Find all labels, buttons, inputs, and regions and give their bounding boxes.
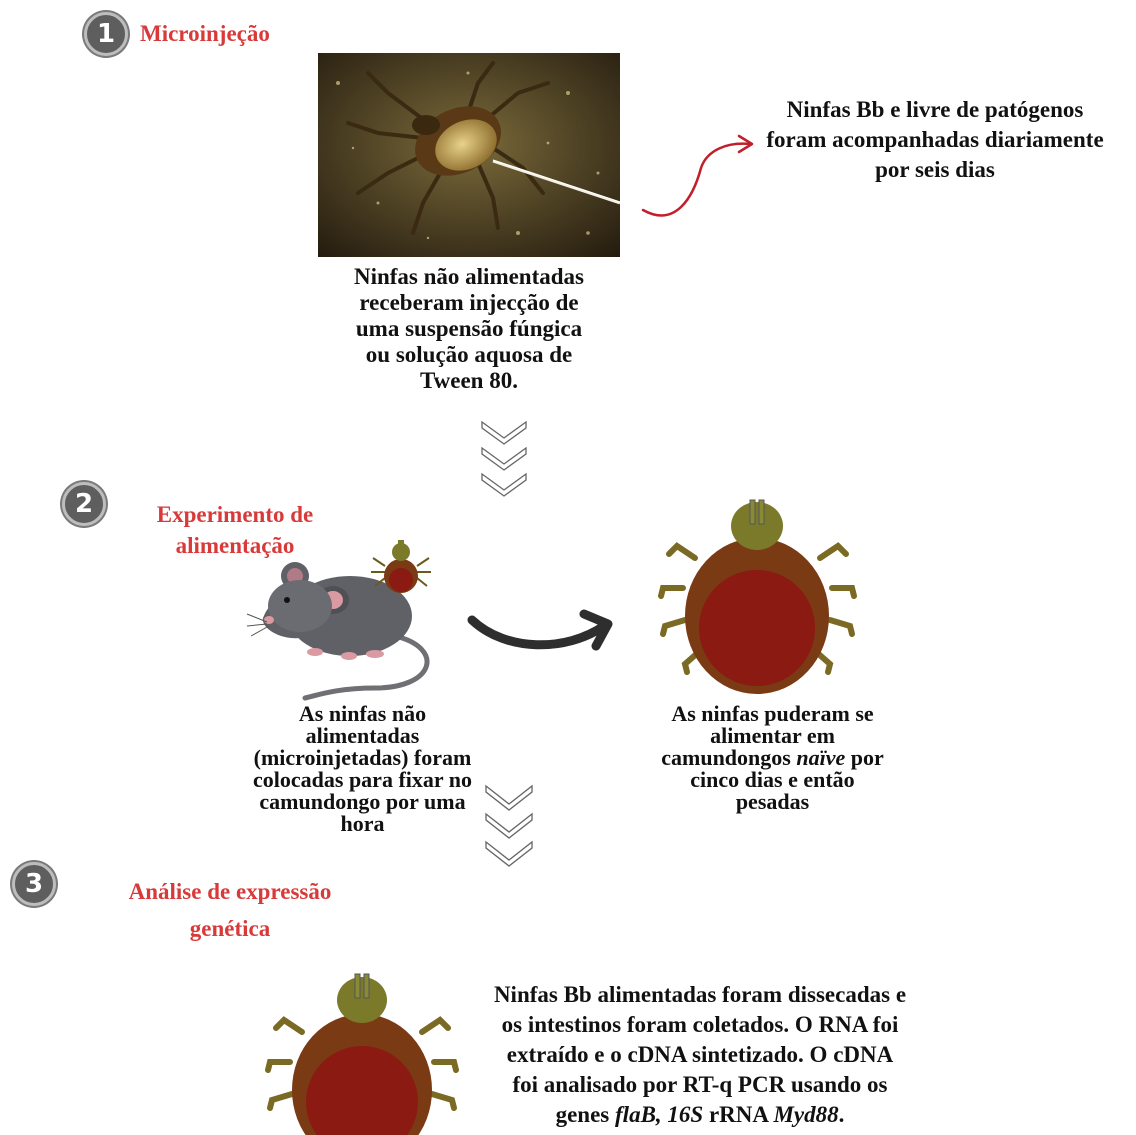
right-caption-line: cinco dias e então	[640, 769, 905, 791]
right-caption-line: alimentar em	[640, 725, 905, 747]
gene-names-italic: flaB, 16S	[615, 1102, 703, 1127]
step-3-caption-line: Ninfas Bb alimentadas foram dissecadas e	[445, 980, 955, 1010]
right-caption-line: pesadas	[640, 791, 905, 813]
left-caption-line: alimentadas	[250, 725, 475, 747]
step-1-caption-line: ou solução aquosa de	[318, 342, 620, 368]
step-3-caption-line: genes flaB, 16S rRNA Myd88.	[445, 1100, 955, 1130]
step-2-badge: 2	[62, 482, 106, 526]
step-2-left-caption: As ninfas não alimentadas (microinjetada…	[250, 703, 475, 835]
step-1-caption-line: Tween 80.	[318, 368, 620, 394]
step-3-badge: 3	[12, 862, 56, 906]
step-3-caption-line: extraído e o cDNA sintetizado. O cDNA	[445, 1040, 955, 1070]
right-caption-line: As ninfas puderam se	[640, 703, 905, 725]
left-caption-line: camundongo por uma	[250, 791, 475, 813]
caption-text: genes	[556, 1102, 615, 1127]
gene-name-italic: Myd88	[773, 1102, 838, 1127]
caption-text: rRNA	[703, 1102, 773, 1127]
step-1-caption-line: Ninfas não alimentadas	[318, 264, 620, 290]
left-caption-line: (microinjetadas) foram	[250, 747, 475, 769]
chevron-down-icon	[480, 418, 528, 502]
step-1-caption: Ninfas não alimentadas receberam injecçã…	[318, 264, 620, 394]
step-3-title-line: genética	[100, 913, 360, 944]
step-2-title-line: Experimento de	[130, 499, 340, 530]
feeding-arrow	[466, 600, 616, 660]
step-1-caption-line: uma suspensão fúngica	[318, 316, 620, 342]
step-1-badge: 1	[84, 12, 128, 56]
step-2-right-caption: As ninfas puderam se alimentar em camund…	[640, 703, 905, 813]
side-note-line: foram acompanhadas diariamente	[745, 125, 1125, 155]
left-caption-line: colocadas para fixar no	[250, 769, 475, 791]
chevron-down-icon	[484, 782, 534, 874]
step-1-title: Microinjeção	[140, 18, 310, 49]
microinjection-photo	[318, 53, 620, 257]
left-caption-line: hora	[250, 813, 475, 835]
step-3-caption: Ninfas Bb alimentadas foram dissecadas e…	[445, 980, 955, 1130]
step-3-caption-line: foi analisado por RT-q PCR usando os	[445, 1070, 955, 1100]
mouse-illustration	[245, 528, 445, 703]
caption-text: .	[839, 1102, 845, 1127]
step-1-side-note: Ninfas Bb e livre de patógenos foram aco…	[745, 95, 1125, 185]
fed-tick-illustration	[655, 498, 860, 698]
step-3-title-line: Análise de expressão	[100, 876, 360, 907]
right-caption-line: camundongos naïve por	[640, 747, 905, 769]
dissected-tick-illustration	[262, 970, 462, 1135]
side-note-line: Ninfas Bb e livre de patógenos	[745, 95, 1125, 125]
step-1-caption-line: receberam injecção de	[318, 290, 620, 316]
step-3-caption-line: os intestinos foram coletados. O RNA foi	[445, 1010, 955, 1040]
side-note-line: por seis dias	[745, 155, 1125, 185]
step-3-title: Análise de expressão genética	[100, 876, 360, 944]
left-caption-line: As ninfas não	[250, 703, 475, 725]
